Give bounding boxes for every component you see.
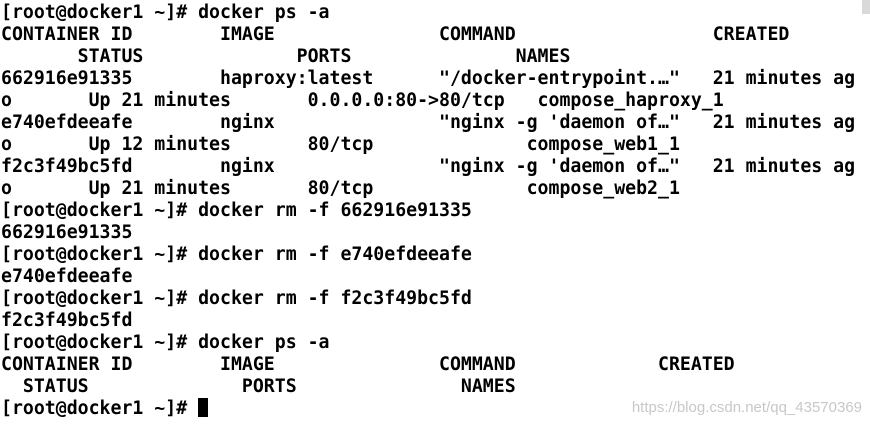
terminal-line: STATUS PORTS NAMES xyxy=(1,46,571,67)
watermark-text: https://blog.csdn.net/qq_43570369 xyxy=(631,399,862,416)
terminal-line: [root@docker1 ~]# docker ps -a xyxy=(1,332,330,353)
terminal-line: [root@docker1 ~]# docker ps -a xyxy=(1,2,330,23)
terminal-line: CONTAINER ID IMAGE COMMAND CREATED xyxy=(1,24,790,45)
terminal-line: e740efdeeafe nginx "nginx -g 'daemon of…… xyxy=(1,112,856,133)
terminal-line: o Up 12 minutes 80/tcp compose_web1_1 xyxy=(1,134,680,155)
terminal-line: 662916e91335 xyxy=(1,222,133,243)
terminal-line: [root@docker1 ~]# docker rm -f f2c3f49bc… xyxy=(1,288,472,309)
terminal-line: o Up 21 minutes 0.0.0.0:80->80/tcp compo… xyxy=(1,90,724,111)
scrollbar-thumb[interactable] xyxy=(862,0,870,14)
terminal-line: e740efdeeafe xyxy=(1,266,133,287)
prompt-line[interactable]: [root@docker1 ~]# xyxy=(1,398,209,420)
terminal-line: STATUS PORTS NAMES xyxy=(1,376,516,397)
terminal-line: o Up 21 minutes 80/tcp compose_web2_1 xyxy=(1,178,680,199)
terminal-line: [root@docker1 ~]# docker rm -f 662916e91… xyxy=(1,200,472,221)
terminal-line: 662916e91335 haproxy:latest "/docker-ent… xyxy=(1,68,856,89)
terminal-line: [root@docker1 ~]# docker rm -f e740efdee… xyxy=(1,244,472,265)
terminal-line: f2c3f49bc5fd nginx "nginx -g 'daemon of…… xyxy=(1,156,856,177)
text-cursor xyxy=(198,398,209,417)
shell-prompt: [root@docker1 ~]# xyxy=(1,398,199,419)
terminal-line: f2c3f49bc5fd xyxy=(1,310,133,331)
terminal-line: CONTAINER ID IMAGE COMMAND CREATED xyxy=(1,354,735,375)
